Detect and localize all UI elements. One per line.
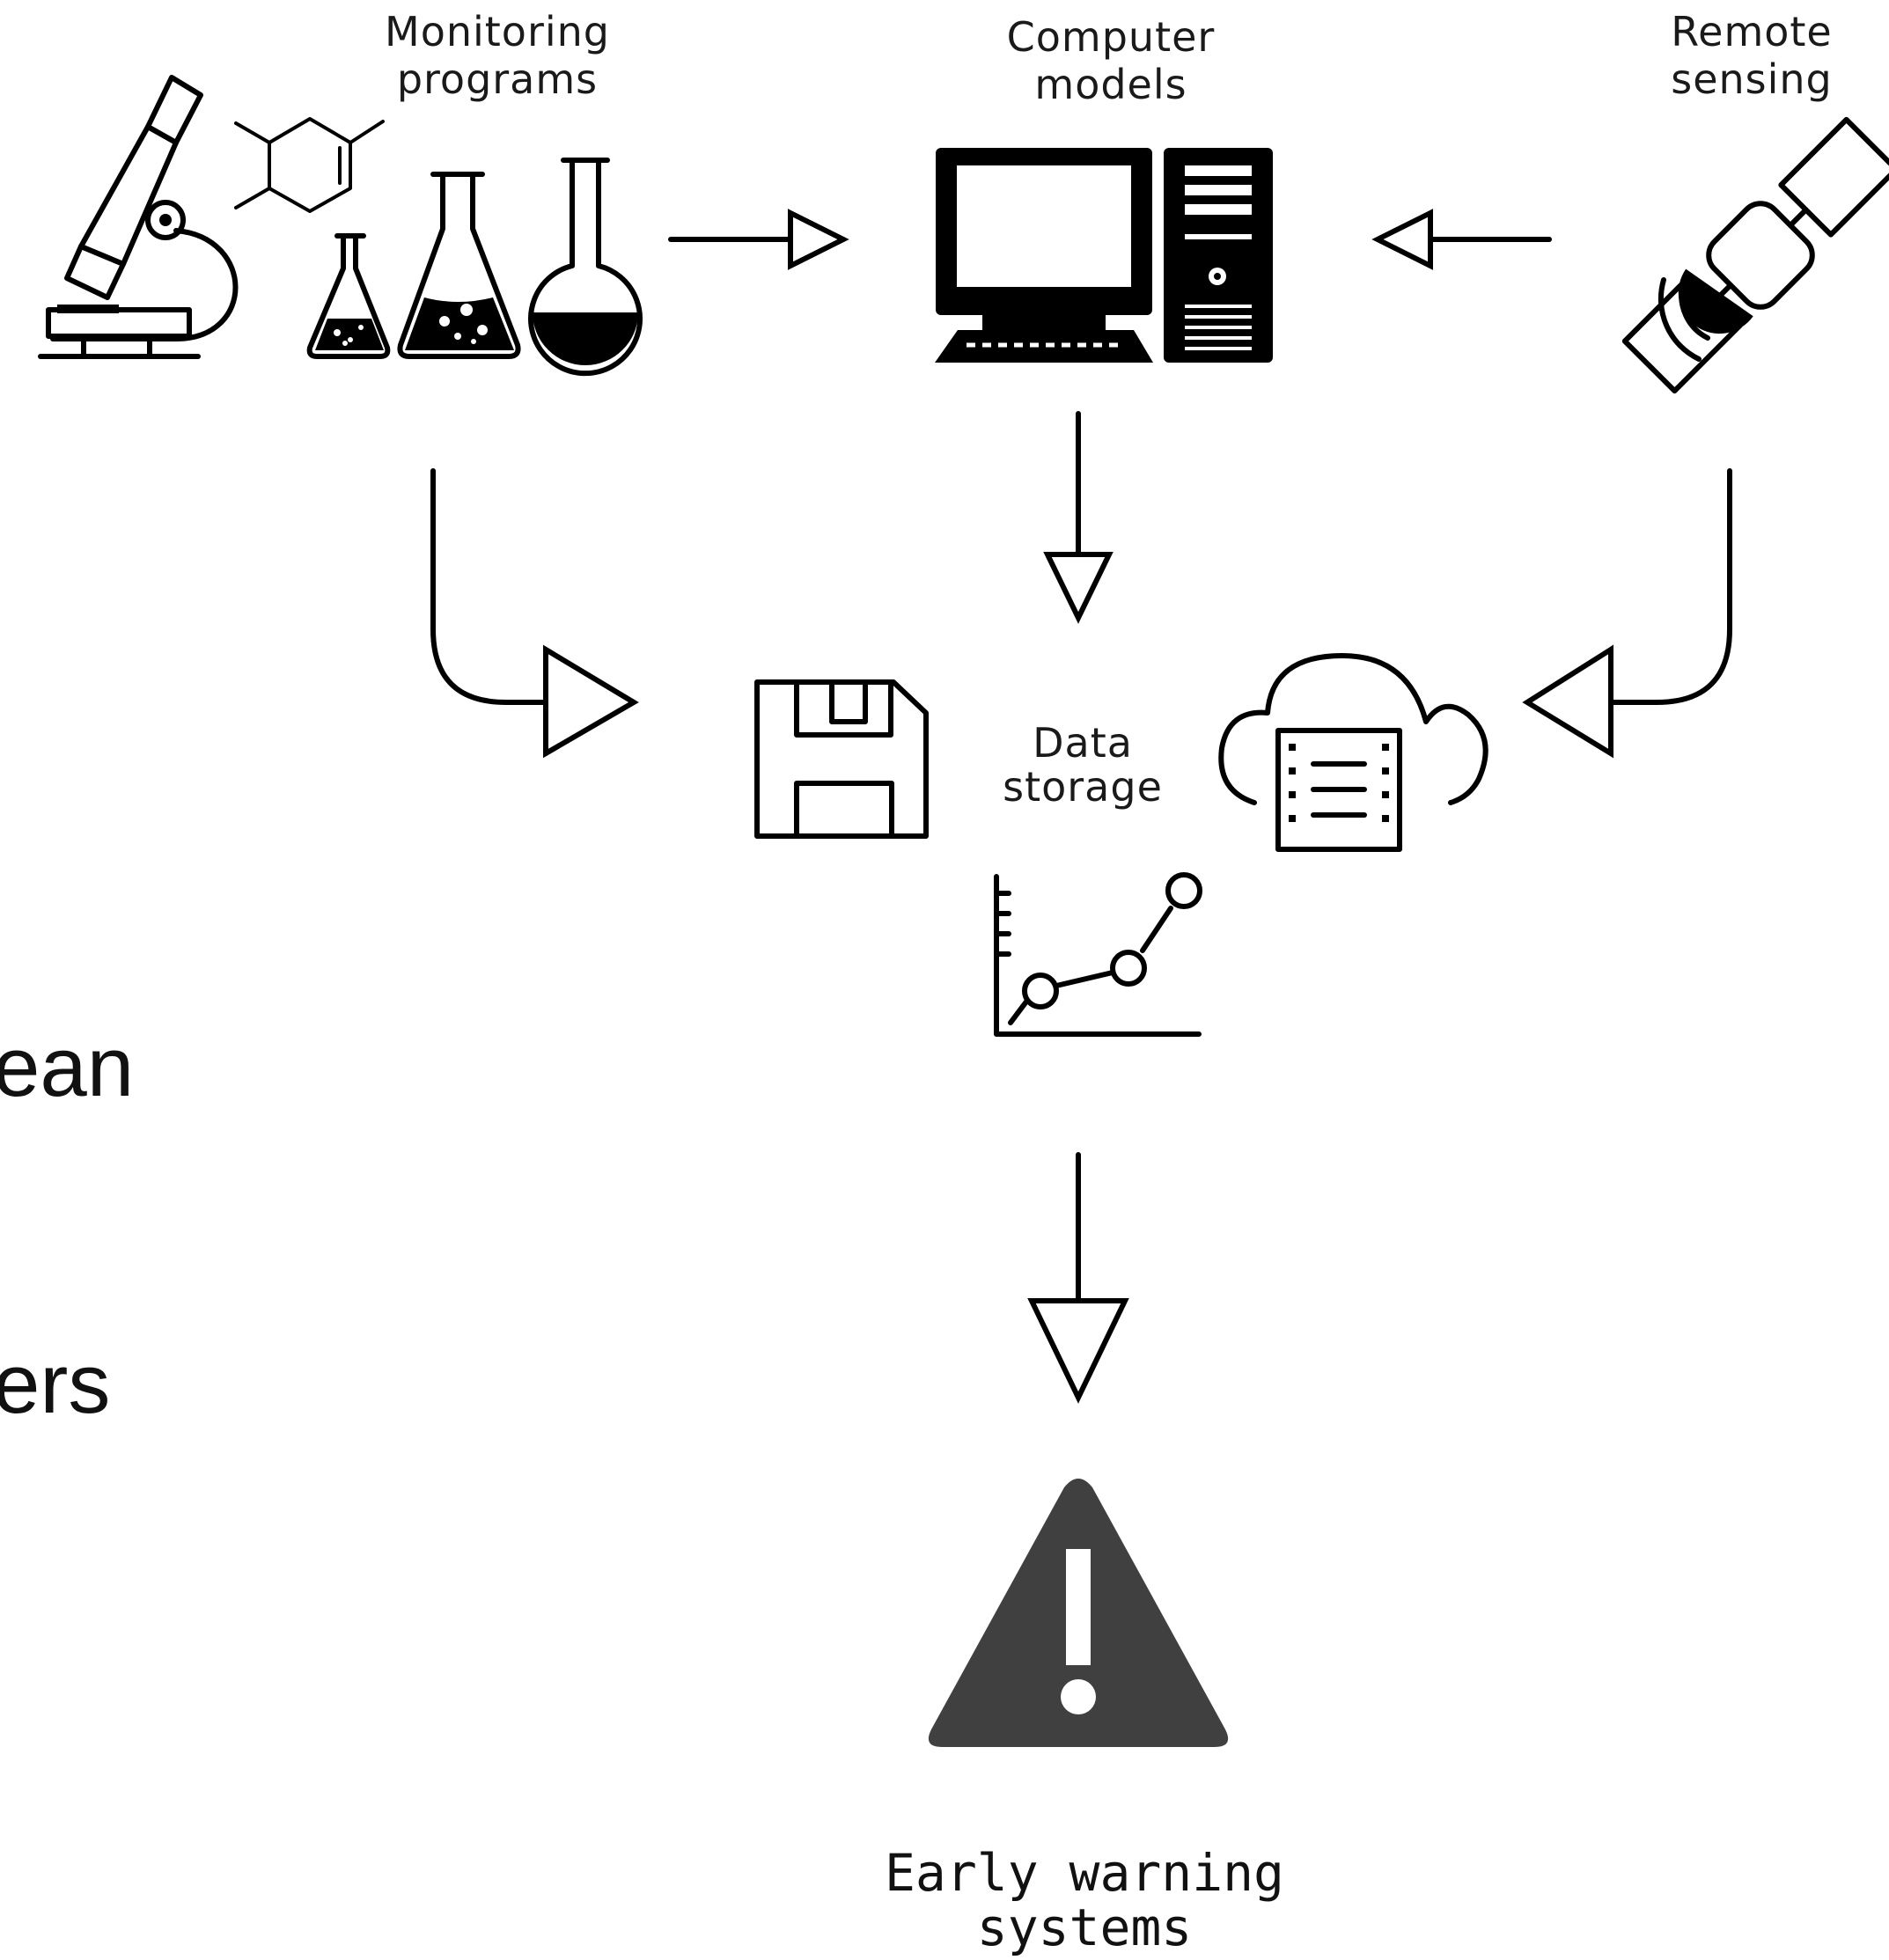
erlenmeyer-flask-icon	[397, 172, 521, 359]
arrow-computer-to-storage	[1043, 411, 1114, 624]
monitoring-label-line1: Monitoring	[385, 8, 610, 55]
storage-label-line1: Data	[1033, 719, 1133, 767]
monitoring-label-line2: programs	[397, 55, 598, 103]
computer-label-line2: models	[1034, 61, 1187, 108]
arrow-remote-to-storage	[1522, 468, 1732, 759]
remote-label-line1: Remote	[1671, 8, 1833, 55]
computer-label-line1: Computer	[1007, 13, 1216, 61]
arrow-storage-to-warning	[1027, 1152, 1129, 1404]
microscope-icon	[38, 75, 239, 359]
desktop-computer-icon	[935, 148, 1273, 363]
molecule-icon	[234, 117, 385, 213]
satellite-icon	[1621, 116, 1889, 394]
arrow-monitoring-to-computer	[668, 209, 849, 270]
warning-triangle-icon	[928, 1479, 1229, 1747]
remote-label-line2: sensing	[1671, 55, 1833, 103]
storage-label-line2: storage	[1003, 763, 1163, 811]
line-graph-icon	[994, 872, 1202, 1037]
background-text-fragment-2: ers	[0, 1337, 110, 1431]
warning-label-line1: Early warning	[885, 1843, 1284, 1903]
arrow-monitoring-to-storage	[430, 468, 639, 759]
small-flask-icon	[306, 233, 391, 359]
background-text-fragment-1: ean	[0, 1020, 134, 1114]
floppy-disk-icon	[754, 679, 929, 839]
warning-label-line2: systems	[977, 1898, 1192, 1957]
round-flask-icon	[528, 158, 643, 377]
arrow-remote-to-computer	[1371, 209, 1552, 270]
cloud-server-icon	[1218, 653, 1488, 852]
